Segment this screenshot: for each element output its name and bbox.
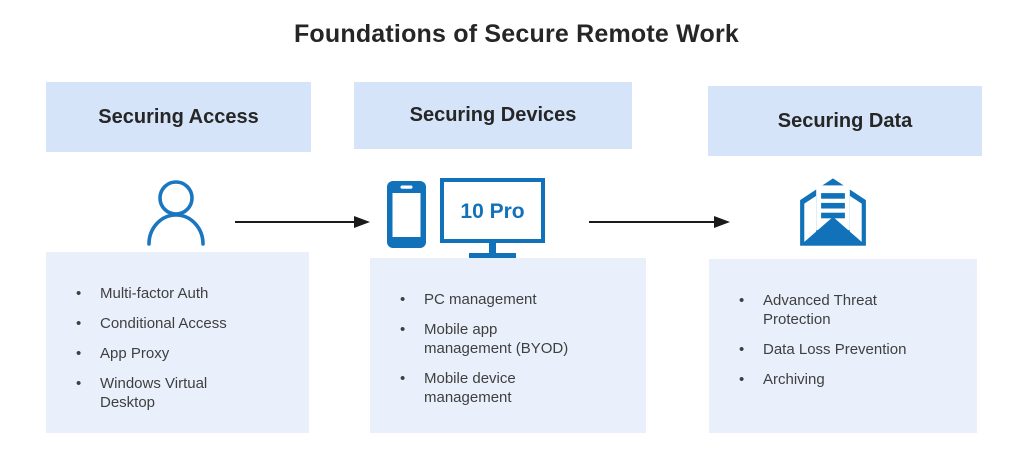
monitor-icon: 10 Pro [440,178,545,264]
panel-securing-access: • Multi-factor Auth • Conditional Access… [46,252,309,433]
bullet-glyph: • [76,345,82,362]
monitor-screen-label: 10 Pro [460,200,524,223]
header-securing-access-label: Securing Access [98,105,259,128]
bullet-glyph: • [400,321,406,338]
list-item-label: PC management [424,291,537,308]
header-securing-data: Securing Data [708,86,982,156]
bullet-glyph: • [400,291,406,308]
list-item: • Mobile device management [400,369,632,407]
open-envelope-icon [798,172,868,257]
arrow-access-to-devices-icon [234,214,370,235]
list-item-label: Mobile device management [424,370,516,406]
list-item: • Conditional Access [76,314,295,333]
bullet-glyph: • [400,370,406,387]
list-item: • Archiving [739,370,963,389]
header-securing-access: Securing Access [46,82,311,152]
header-securing-data-label: Securing Data [777,109,913,132]
list-item: • Mobile app management (BYOD) [400,320,632,358]
diagram-title: Foundations of Secure Remote Work [293,20,740,48]
arrow-devices-to-data-icon [588,214,730,235]
list-item-label: Data Loss Prevention [763,341,907,358]
bullet-glyph: • [739,371,745,388]
header-securing-devices: Securing Devices [354,82,632,149]
list-item-label: Conditional Access [100,315,227,332]
list-item-label: App Proxy [100,345,170,362]
list-item: • Data Loss Prevention [739,340,963,359]
list-item: • Advanced Threat Protection [739,291,963,329]
bullet-glyph: • [739,292,745,309]
bullet-glyph: • [76,315,82,332]
person-icon [146,176,206,251]
bullet-glyph: • [76,375,82,392]
list-item: • App Proxy [76,344,295,363]
list-item: • PC management [400,290,632,309]
list-item-label: Mobile app management (BYOD) [424,321,569,357]
list-item: • Multi-factor Auth [76,284,295,303]
list-item-label: Archiving [763,371,825,388]
bullet-glyph: • [739,341,745,358]
header-securing-devices-label: Securing Devices [409,104,577,126]
list-item-label: Advanced Threat Protection [763,292,877,328]
smartphone-icon [387,181,426,253]
panel-securing-data: • Advanced Threat Protection • Data Loss… [709,259,977,433]
list-item: • Windows Virtual Desktop [76,374,295,412]
bullet-glyph: • [76,285,82,302]
list-item-label: Multi-factor Auth [100,285,209,302]
list-item-label: Windows Virtual Desktop [100,375,208,411]
panel-securing-devices: • PC management • Mobile app management … [370,258,646,433]
